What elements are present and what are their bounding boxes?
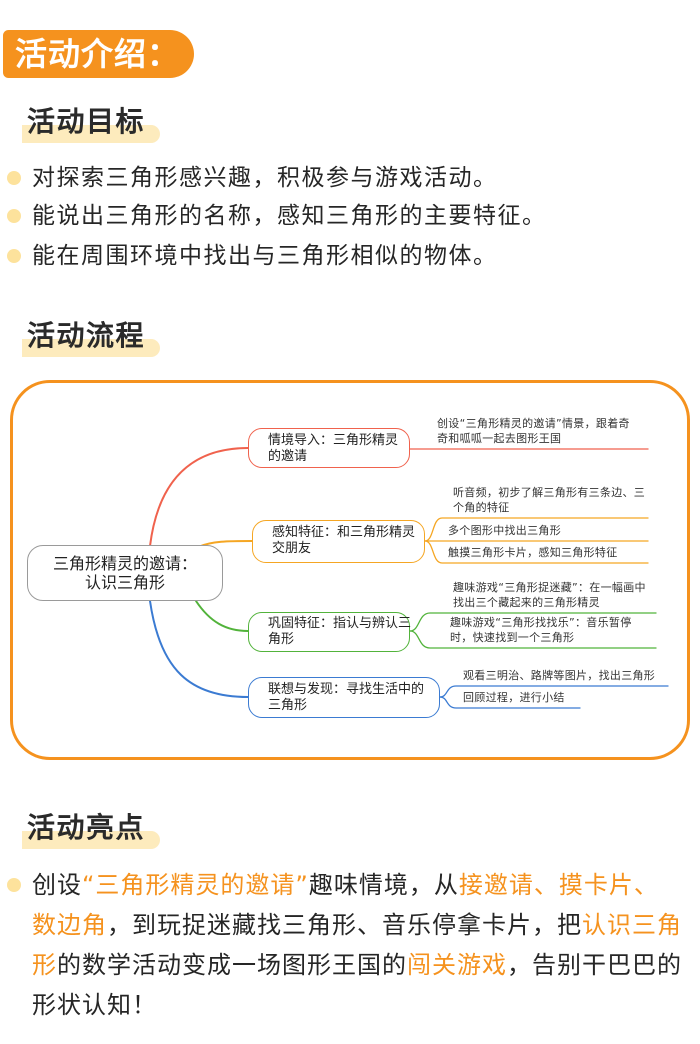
branch-node-line: 交朋友 [272, 541, 312, 556]
leaf-line: 个角的特征 [453, 501, 510, 514]
leaf-line: 听音频，初步了解三角形有三条边、三 [453, 486, 646, 499]
goal-item: 能说出三角形的名称，感知三角形的主要特征。 [0, 200, 700, 232]
mindmap-leaf: 听音频，初步了解三角形有三条边、三 个角的特征 [453, 485, 645, 515]
branch-node-line: 三角形 [268, 698, 308, 713]
intro-tag: 活动介绍： [3, 30, 195, 78]
mindmap-frame [10, 380, 690, 760]
text-segment: 闯关游戏 [407, 951, 507, 979]
text-segment: 形 [32, 951, 57, 979]
text-segment: 形状认知！ [32, 991, 157, 1019]
mindmap-leaf: 趣味游戏“三角形捉迷藏”：在一幅画中 找出三个藏起来的三角形精灵 [453, 580, 646, 610]
mindmap-leaf: 创设“三角形精灵的邀请”情景，跟着奇 奇和呱呱一起去图形王国 [437, 416, 630, 446]
process-heading: 活动流程 [22, 318, 164, 358]
goal-item-text: 能在周围环境中找出与三角形相似的物体。 [32, 243, 498, 269]
mindmap-leaf: 触摸三角形卡片，感知三角形特征 [448, 545, 618, 560]
text-segment: ，告别干巴巴的 [507, 951, 682, 979]
goal-item-text: 对探索三角形感兴趣，积极参与游戏活动。 [32, 165, 498, 191]
branch-node-line: 情境导入：三角形精灵 [268, 433, 399, 448]
mindmap-leaf: 观看三明治、路牌等图片，找出三角形 [463, 668, 655, 683]
bullet-dot-icon [7, 209, 21, 223]
mindmap-leaf: 回顾过程，进行小结 [463, 690, 565, 705]
goal-item: 能在周围环境中找出与三角形相似的物体。 [0, 240, 700, 272]
center-node-line: 认识三角形 [84, 573, 165, 592]
leaf-line: 创设“三角形精灵的邀请”情景，跟着奇 [437, 417, 630, 430]
heading-highlight-bar [22, 831, 160, 849]
branch-node-line: 巩固特征：指认与辨认三 [268, 616, 412, 631]
goal-item: 对探索三角形感兴趣，积极参与游戏活动。 [0, 162, 700, 194]
center-node-line: 三角形精灵的邀请： [52, 554, 197, 573]
leaf-line: 回顾过程，进行小结 [463, 691, 565, 704]
process-heading-text: 活动流程 [27, 319, 146, 352]
text-segment: 趣味情境，从 [308, 871, 459, 899]
branch-node-line: 联想与发现：寻找生活中的 [268, 682, 425, 697]
branch-node-line: 的邀请 [268, 449, 308, 464]
branch-node-line: 感知特征：和三角形精灵 [272, 525, 416, 540]
highlights-heading: 活动亮点 [22, 810, 164, 850]
paragraph-line: 形状认知！ [32, 985, 692, 1025]
leaf-line: 观看三明治、路牌等图片，找出三角形 [463, 669, 656, 682]
text-segment: 创设 [32, 871, 82, 899]
mindmap-branch-node-4: 联想与发现：寻找生活中的 三角形 [248, 677, 440, 718]
mindmap-branch-node-2: 感知特征：和三角形精灵 交朋友 [252, 520, 425, 563]
mindmap-branch-node-1: 情境导入：三角形精灵 的邀请 [248, 428, 410, 468]
text-segment: 认识三角 [582, 911, 682, 939]
leaf-line: 时，快速找到一个三角形 [450, 631, 575, 644]
highlights-paragraph: 创设“三角形精灵的邀请”趣味情境，从接邀请、摸卡片、 数边角，到玩捉迷藏找三角形… [32, 865, 692, 1025]
leaf-line: 多个图形中找出三角形 [448, 524, 561, 537]
leaf-line: 找出三个藏起来的三角形精灵 [453, 596, 600, 609]
paragraph-line: 数边角，到玩捉迷藏找三角形、音乐停拿卡片，把认识三角 [32, 905, 692, 945]
leaf-line: 奇和呱呱一起去图形王国 [437, 432, 562, 445]
branch-node-line: 角形 [268, 632, 295, 647]
heading-highlight-bar [22, 339, 160, 357]
bullet-dot-icon [7, 171, 21, 185]
mindmap-leaf: 多个图形中找出三角形 [448, 523, 561, 538]
highlights-heading-text: 活动亮点 [27, 811, 146, 844]
text-segment: 的数学活动变成一场图形王国的 [57, 951, 407, 979]
leaf-line: 趣味游戏“三角形找找乐”：音乐暂停 [450, 616, 632, 629]
leaf-line: 触摸三角形卡片，感知三角形特征 [448, 546, 618, 559]
mindmap-center-node: 三角形精灵的邀请： 认识三角形 [27, 545, 223, 601]
mindmap-leaf: 趣味游戏“三角形找找乐”：音乐暂停 时，快速找到一个三角形 [450, 615, 632, 645]
text-segment: 数边角 [32, 911, 107, 939]
paragraph-line: 创设“三角形精灵的邀请”趣味情境，从接邀请、摸卡片、 [32, 865, 692, 905]
text-segment: 接邀请、摸卡片、 [458, 871, 659, 899]
paragraph-line: 形的数学活动变成一场图形王国的闯关游戏，告别干巴巴的 [32, 945, 692, 985]
bullet-dot-icon [7, 878, 21, 892]
goals-heading-text: 活动目标 [27, 105, 146, 138]
text-segment: “三角形精灵的邀请” [82, 871, 309, 899]
text-segment: ，到玩捉迷藏找三角形、音乐停拿卡片，把 [107, 911, 582, 939]
goals-heading: 活动目标 [22, 104, 164, 144]
goal-item-text: 能说出三角形的名称，感知三角形的主要特征。 [32, 203, 547, 229]
leaf-line: 趣味游戏“三角形捉迷藏”：在一幅画中 [453, 581, 646, 594]
mindmap-branch-node-3: 巩固特征：指认与辨认三 角形 [248, 612, 412, 652]
heading-highlight-bar [22, 125, 160, 143]
bullet-dot-icon [7, 249, 21, 263]
